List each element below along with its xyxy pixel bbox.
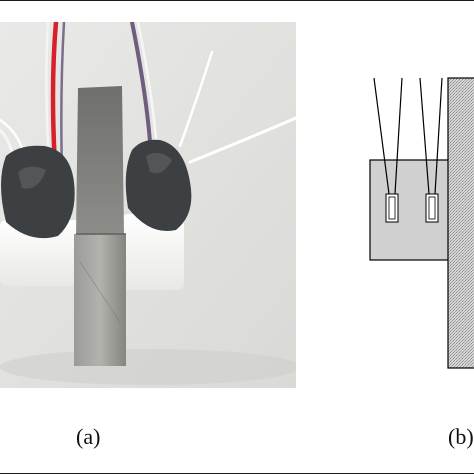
holder-block (369, 159, 453, 261)
hatched-specimen (447, 77, 474, 369)
right-rubber-clamp (125, 139, 192, 232)
gauge-right (425, 193, 439, 223)
panel-b-diagram (330, 22, 474, 388)
left-rubber-clamp (1, 145, 75, 239)
lead-wires (373, 77, 443, 195)
panel-a-caption: (a) (76, 424, 101, 449)
metal-block (74, 234, 126, 366)
gauge-left (385, 193, 399, 223)
right-white-holder (122, 214, 184, 290)
left-white-holder (0, 220, 82, 286)
photo-illustration (0, 22, 296, 388)
panel-a-photo (0, 22, 296, 388)
panel-b-caption: (b) (448, 424, 474, 449)
metal-block-top (76, 86, 124, 236)
right-wires (130, 22, 296, 164)
schematic-diagram (369, 77, 474, 369)
